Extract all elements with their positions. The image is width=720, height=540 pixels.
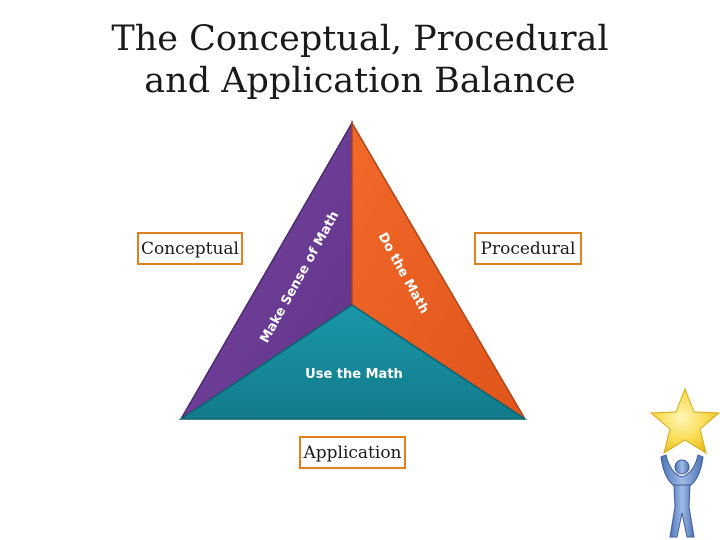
star-figure-icon — [649, 387, 720, 538]
bottom-face-text: Use the Math — [305, 367, 403, 382]
figure-body — [669, 484, 695, 538]
figure-arms — [660, 454, 704, 488]
title-line-1: The Conceptual, Procedural — [111, 19, 609, 59]
application-label: Application — [299, 436, 406, 469]
figure-head — [674, 459, 690, 475]
star-shape — [649, 387, 720, 455]
triangle-bottom-face — [178, 304, 528, 420]
conceptual-label: Conceptual — [137, 232, 243, 265]
slide-title: The Conceptual, Procedural and Applicati… — [0, 18, 720, 102]
title-line-2: and Application Balance — [144, 61, 576, 101]
procedural-label: Procedural — [474, 232, 582, 265]
